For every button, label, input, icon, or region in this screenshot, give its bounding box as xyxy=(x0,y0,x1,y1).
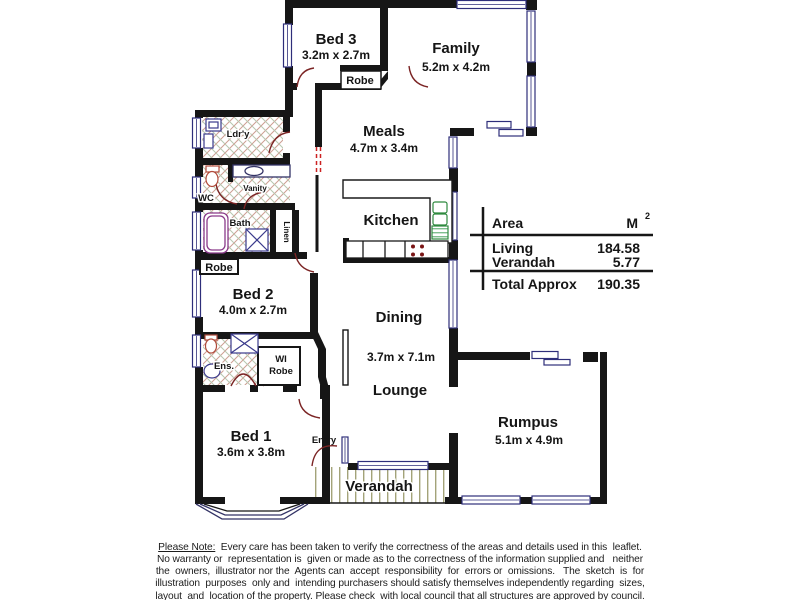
kitchen-lower-bench xyxy=(345,240,449,259)
wirobe-label-line2: Robe xyxy=(269,366,293,377)
window-entry-sidelight xyxy=(341,436,349,464)
bath-label: Bath xyxy=(229,218,250,229)
family-label: Family xyxy=(432,40,480,57)
sliding-door-rumpus xyxy=(531,350,571,366)
bed3-label: Bed 3 xyxy=(316,31,357,48)
table-header-unit-sup: 2 xyxy=(645,211,650,221)
linen-label: Linen xyxy=(282,221,291,242)
door-arc-entry xyxy=(311,444,338,467)
door-arc-laundry xyxy=(268,131,291,154)
disclaimer-line-3: the owners, illustrator nor the Agents c… xyxy=(155,566,645,578)
window-family-right-lower xyxy=(526,75,536,128)
wirobe-label-line1: WI xyxy=(275,354,287,365)
door-arc-wc xyxy=(215,183,238,205)
bed2-dims: 4.0m x 2.7m xyxy=(219,303,287,317)
bed3-dims: 3.2m x 2.7m xyxy=(302,48,370,62)
sliding-door-family xyxy=(486,120,524,137)
table-header-unit: M xyxy=(626,215,638,231)
rumpus-label: Rumpus xyxy=(498,414,558,431)
disclaimer-note: Please Note: Every care has been taken t… xyxy=(130,542,670,600)
door-arc-bed1 xyxy=(298,398,321,419)
disclaimer-line-4: illustration purposes only and intending… xyxy=(155,578,645,590)
window-dining-right xyxy=(448,259,458,329)
window-bed2-left xyxy=(191,269,202,318)
wc-label: WC xyxy=(198,193,214,204)
table-total-label: Total Approx xyxy=(492,276,577,292)
laundry-trough xyxy=(203,118,222,149)
window-meals-right xyxy=(448,136,458,169)
cooktop xyxy=(411,244,424,257)
window-rumpus-bottom-2 xyxy=(531,495,591,505)
bathtub xyxy=(203,212,229,254)
window-family-top xyxy=(456,0,527,10)
laundry-label: Ldr'y xyxy=(227,129,251,140)
meals-dims: 4.7m x 3.4m xyxy=(350,141,418,155)
door-arc-ensuite xyxy=(230,373,257,387)
window-laundry-left xyxy=(191,117,202,149)
kitchen-pantry xyxy=(431,201,449,240)
vanity-label: Vanity xyxy=(243,184,267,193)
table-row-living-label: Living xyxy=(492,240,533,256)
family-dims: 5.2m x 4.2m xyxy=(422,60,490,74)
window-verandah-top xyxy=(357,460,429,471)
ensuite-label: Ens. xyxy=(214,361,234,372)
disclaimer-line-5: layout and location of the property. Ple… xyxy=(155,590,645,600)
hall-robe-box xyxy=(199,258,239,275)
table-row-verandah-value: 5.77 xyxy=(613,254,640,270)
meals-label: Meals xyxy=(363,123,405,140)
deck-stripes xyxy=(312,467,449,503)
table-row-verandah-label: Verandah xyxy=(492,254,555,270)
kitchen-label: Kitchen xyxy=(363,212,418,229)
sliding-doors xyxy=(486,120,571,366)
area-table: Area M 2 Living 184.58 Verandah 5.77 Tot… xyxy=(470,207,653,292)
window-ensuite-left xyxy=(191,334,202,368)
window-wc-left xyxy=(191,176,202,199)
ensuite-basin xyxy=(203,363,221,379)
wirobe-box xyxy=(257,346,301,386)
table-row-living-value: 184.58 xyxy=(597,240,640,256)
bay-window xyxy=(195,503,309,520)
shower-bath xyxy=(245,228,269,252)
open-plan-dashed-divider xyxy=(315,147,322,175)
wc-toilet xyxy=(205,165,220,188)
disclaimer-line-2: No warranty or representation is given o… xyxy=(157,554,643,566)
dining-dims: 3.7m x 7.1m xyxy=(367,350,435,364)
bed3-robe-box xyxy=(340,70,382,90)
entry-label: Entry xyxy=(312,435,337,446)
disclaimer-please-note: Please Note: xyxy=(158,542,216,553)
door-arc-bed3 xyxy=(296,67,315,88)
builtin-boxes xyxy=(199,70,382,386)
disclaimer-line-1: Please Note: Every care has been taken t… xyxy=(130,542,670,554)
bed1-dims: 3.6m x 3.8m xyxy=(217,445,285,459)
window-bed3-left xyxy=(282,23,293,68)
windows xyxy=(191,0,591,505)
disclaimer-line-1-rest: Every care has been taken to verify the … xyxy=(215,542,642,553)
bed1-label: Bed 1 xyxy=(231,428,272,445)
hall-robe-label: Robe xyxy=(205,262,233,274)
door-arc-hall-family xyxy=(408,65,429,88)
vanity-basin xyxy=(232,164,291,178)
wet-area-fixtures xyxy=(203,118,291,379)
room-labels: Bed 3 3.2m x 2.7m Family 5.2m x 4.2m Mea… xyxy=(197,31,563,497)
bed3-robe-label: Robe xyxy=(346,75,374,87)
verandah-label: Verandah xyxy=(345,478,413,495)
dining-half-wall xyxy=(342,329,349,386)
table-header-area: Area xyxy=(492,215,523,231)
bed2-label: Bed 2 xyxy=(233,286,274,303)
door-arc-bath xyxy=(243,191,265,210)
lounge-label: Lounge xyxy=(373,382,427,399)
dining-label: Dining xyxy=(376,309,423,326)
ensuite-toilet xyxy=(204,334,218,354)
table-total-value: 190.35 xyxy=(597,276,640,292)
window-family-right-upper xyxy=(526,10,536,63)
rumpus-dims: 5.1m x 4.9m xyxy=(495,433,563,447)
window-rumpus-bottom-1 xyxy=(461,495,521,505)
door-arc-hall xyxy=(294,252,315,273)
verandah-deck xyxy=(310,467,452,504)
kitchen-fixtures xyxy=(342,179,453,259)
window-bath-left xyxy=(191,211,202,251)
shower-ensuite xyxy=(230,333,259,354)
